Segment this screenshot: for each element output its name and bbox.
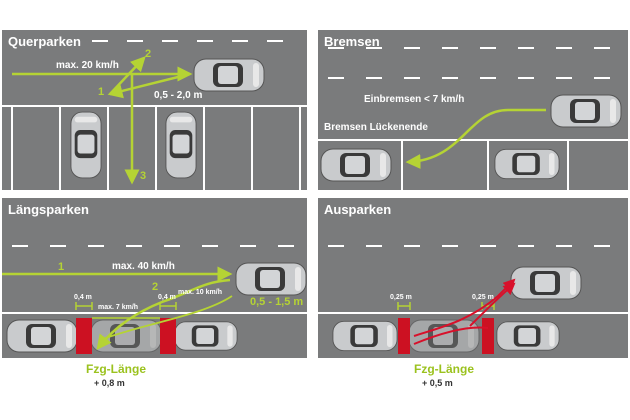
step-2-label: 2 [152, 281, 159, 293]
parked-car [165, 111, 197, 179]
bremsen-scene [318, 47, 628, 190]
red-marker-right [482, 318, 494, 354]
parked-car [496, 321, 560, 351]
maneuvering-car [550, 94, 622, 128]
distance-label: 0,5 - 2,0 m [154, 90, 203, 101]
gap-end-label: Bremsen Lückenende [324, 122, 428, 133]
red-marker-left [398, 318, 410, 354]
speed-slow-label: max. 10 km/h [178, 289, 222, 296]
path-lines [413, 278, 516, 345]
parked-car [332, 320, 398, 352]
caption-vehicle-length: Fzg-Länge [86, 362, 146, 376]
panel-title: Bremsen [324, 34, 380, 49]
distance-label: 0,5 - 1,5 m [250, 296, 304, 308]
panel-bremsen: Bremsen Einbremsen < 7 km/h Bremsen Lück… [318, 30, 628, 190]
parking-lines [318, 139, 628, 190]
caption-extra-length: + 0,5 m [422, 378, 453, 388]
panel-laengsparken: Längsparken 1 2 max. 40 km/h max. 10 km/… [2, 198, 307, 358]
caption-extra-length: + 0,8 m [94, 378, 125, 388]
panel-ausparken: Ausparken 0,25 m 0,25 m [318, 198, 628, 358]
clearance-left-label: 0,4 m [74, 294, 92, 301]
step-2-label: 2 [145, 48, 152, 60]
panel-title: Querparken [8, 34, 81, 49]
gap-speed-label: max. 7 km/h [98, 304, 139, 311]
maneuvering-car [193, 58, 265, 92]
panel-querparken: Querparken max. 20 km/h 0,5 - 2,0 m 1 2 … [2, 30, 307, 190]
querparken-scene [2, 40, 307, 190]
parked-car [494, 148, 560, 180]
parked-car [6, 319, 78, 353]
panel-title: Längsparken [8, 202, 89, 217]
step-3-label: 3 [140, 170, 147, 182]
path-lines [2, 266, 233, 350]
red-marker-right [160, 318, 176, 354]
red-marker-left [76, 318, 92, 354]
laengsparken-scene [2, 245, 307, 354]
parked-car [70, 111, 102, 179]
speed-label: max. 40 km/h [112, 261, 175, 272]
exiting-car [510, 266, 582, 300]
clearance-right-label: 0,25 m [472, 294, 494, 301]
parked-car [320, 148, 392, 182]
panel-title: Ausparken [324, 202, 392, 217]
lane-dashes [328, 47, 610, 79]
speed-label: max. 20 km/h [56, 60, 119, 71]
parked-car [174, 321, 238, 351]
clearance-right-label: 0,4 m [158, 294, 176, 301]
brake-label: Einbremsen < 7 km/h [364, 94, 465, 105]
ausparken-scene [318, 245, 628, 354]
step-1-label: 1 [98, 86, 105, 98]
ghost-car [408, 319, 480, 353]
path-line [405, 108, 546, 170]
clearance-left-label: 0,25 m [390, 294, 412, 301]
caption-vehicle-length: Fzg-Länge [414, 362, 474, 376]
step-1-label: 1 [58, 261, 65, 273]
parking-lines [2, 105, 307, 190]
path-lines [12, 56, 193, 185]
maneuvering-car [235, 262, 307, 296]
